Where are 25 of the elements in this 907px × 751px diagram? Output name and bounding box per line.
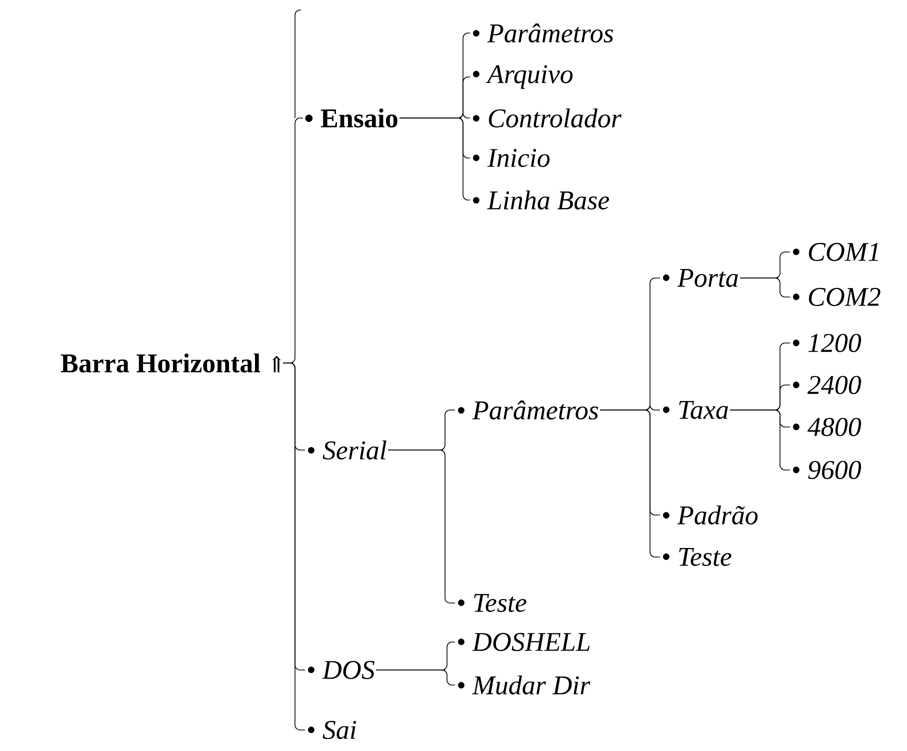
tree-item: • Teste bbox=[663, 548, 732, 566]
tree-item: • 2400 bbox=[793, 376, 862, 394]
tree-item: • 1200 bbox=[793, 334, 862, 352]
tree-item: • DOS bbox=[308, 660, 374, 680]
tree-item: • Taxa bbox=[663, 401, 728, 419]
tree-item: • Controlador bbox=[473, 108, 622, 128]
tree-item: • Serial bbox=[308, 440, 386, 460]
tree-item: • Parâmetros bbox=[458, 400, 598, 420]
tree-item: • Padrão bbox=[663, 505, 758, 524]
tree-item: • Arquivo bbox=[473, 65, 573, 89]
tree-item: • Ensaio bbox=[305, 108, 398, 128]
tree-item: • Porta bbox=[663, 269, 738, 287]
tree-item: • COM2 bbox=[793, 288, 880, 306]
tree-item: • 9600 bbox=[793, 460, 862, 480]
tree-item: • COM1 bbox=[793, 242, 878, 262]
tree-item: • Teste bbox=[458, 594, 526, 612]
tree-item: • Sai bbox=[308, 720, 356, 740]
tree-item: • Linha Base bbox=[473, 190, 610, 210]
tree-item: • 4800 bbox=[793, 418, 862, 436]
tree-root-label: Barra Horizontal ⇑ bbox=[60, 354, 282, 372]
tree-item: • Parâmetros bbox=[473, 23, 614, 43]
tree-item: • DOSHELL bbox=[458, 632, 590, 652]
tree-item: • Mudar Dir bbox=[458, 675, 590, 695]
brace bbox=[376, 670, 456, 686]
tree-item: • Inicio bbox=[473, 148, 550, 168]
